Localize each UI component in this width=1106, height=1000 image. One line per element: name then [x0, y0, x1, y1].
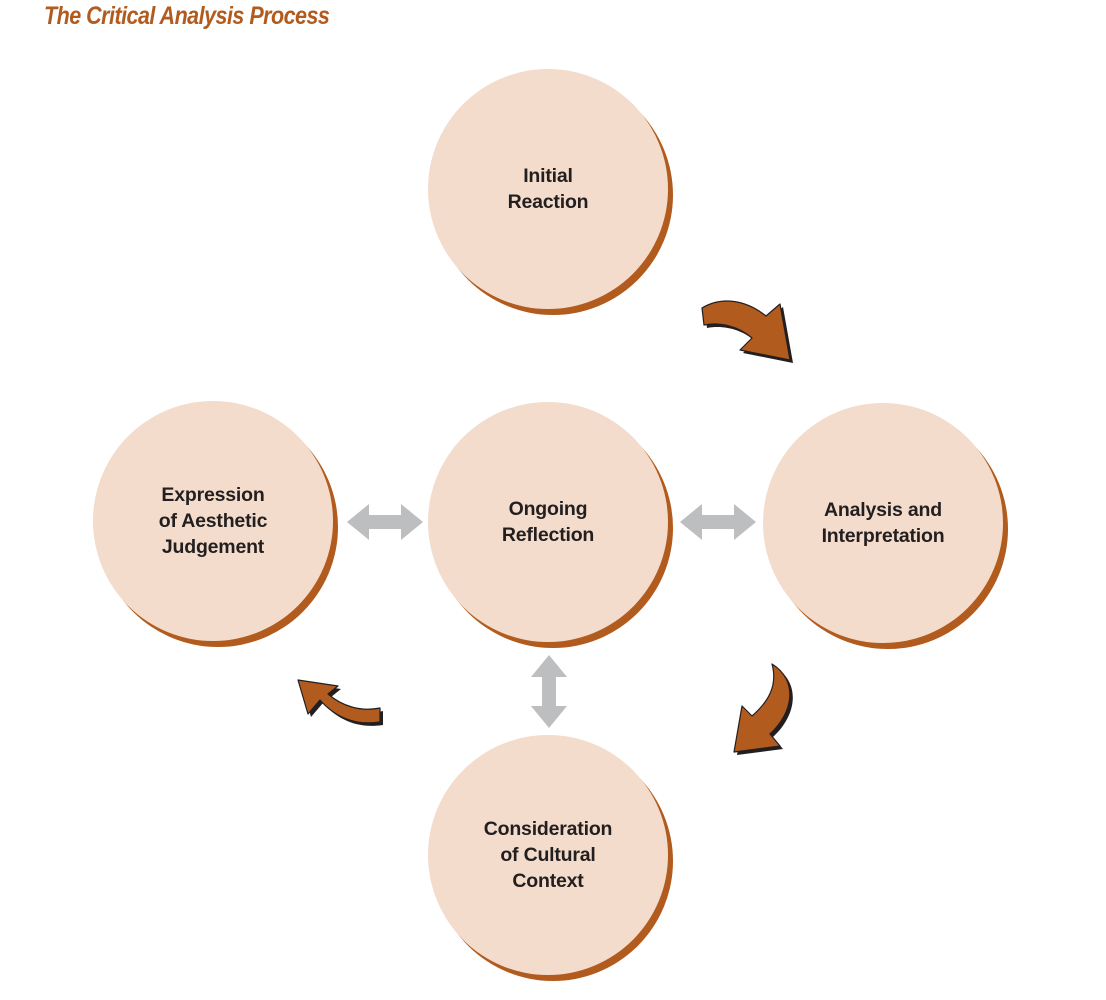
node-cultural-context: Consideration of Cultural Context [428, 735, 668, 975]
curved-arrow-icon [733, 663, 793, 755]
node-expression-judgement: Expression of Aesthetic Judgement [93, 401, 333, 641]
node-label: Analysis and Interpretation [821, 499, 945, 547]
double-headed-arrow-icon [680, 504, 756, 540]
node-label: Ongoing Reflection [501, 498, 595, 546]
curved-arrow-icon [297, 679, 383, 726]
node-label: Expression of Aesthetic Judgement [158, 484, 268, 558]
node-initial-reaction: Initial Reaction [428, 69, 668, 309]
curved-arrow-icon [701, 300, 793, 363]
double-headed-arrow-icon [531, 655, 567, 728]
node-ongoing-reflection: Ongoing Reflection [428, 402, 668, 642]
node-label: Consideration of Cultural Context [483, 818, 613, 892]
node-label: Initial Reaction [507, 165, 589, 213]
diagram-title: The Critical Analysis Process [44, 2, 330, 30]
double-headed-arrow-icon [347, 504, 423, 540]
node-analysis-interpretation: Analysis and Interpretation [763, 403, 1003, 643]
